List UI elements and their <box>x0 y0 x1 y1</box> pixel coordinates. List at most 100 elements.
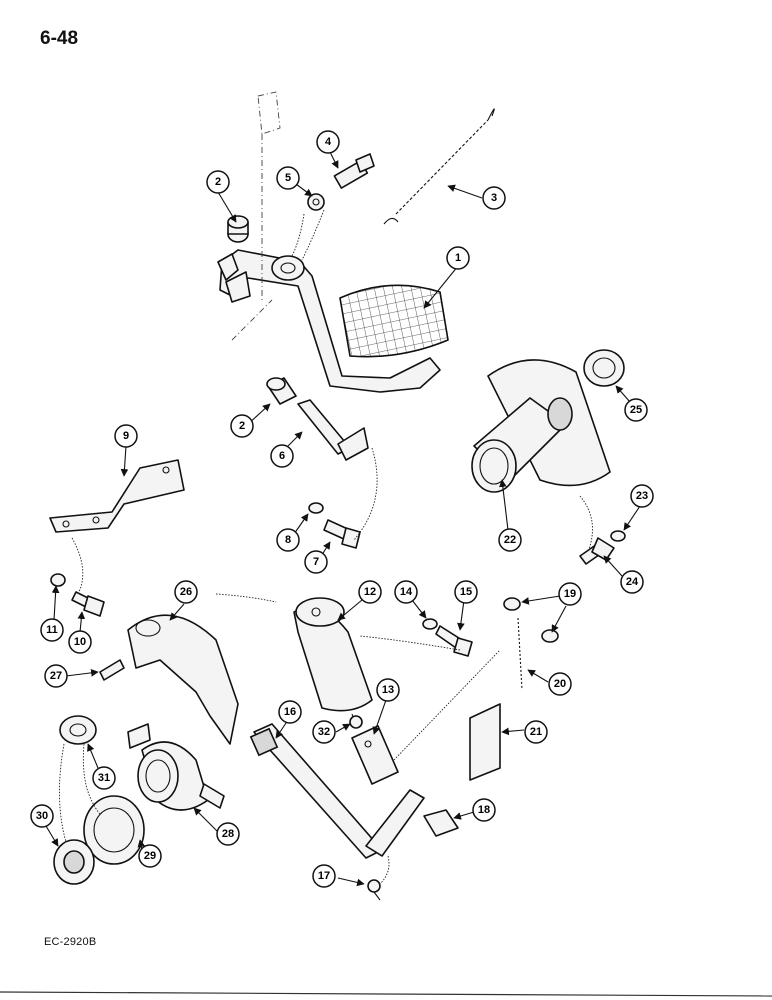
callout-21: 21 <box>524 720 548 744</box>
callout-label: 30 <box>36 810 48 822</box>
callout-label: 21 <box>530 726 542 738</box>
bushing-part <box>227 215 249 243</box>
slave-cylinder-part <box>293 597 373 727</box>
callout-label: 8 <box>285 534 291 546</box>
leader-lines <box>45 151 641 887</box>
callout-label: 29 <box>144 850 156 862</box>
bolt-part-15 <box>435 625 473 657</box>
callout-10: 10 <box>68 630 92 654</box>
callout-label: 7 <box>313 556 319 568</box>
pin-part <box>423 809 459 837</box>
callout-label: 24 <box>626 576 639 588</box>
callout-label: 27 <box>50 670 62 682</box>
callout-label: 16 <box>284 706 296 718</box>
routing-line <box>393 649 501 761</box>
bearing-carrier-part <box>471 359 611 493</box>
callout-label: 23 <box>636 490 648 502</box>
clevis-part <box>351 725 399 785</box>
callout-28: 28 <box>216 822 240 846</box>
callout-label: 19 <box>564 588 576 600</box>
seal-part <box>583 349 625 387</box>
bolt-part-10 <box>71 591 105 617</box>
bushing-part-lower <box>266 377 297 405</box>
clip-part-a <box>503 597 521 611</box>
pedal-shaft-part <box>297 399 369 461</box>
snap-ring-part <box>59 715 97 745</box>
grease-fitting-part <box>367 879 381 901</box>
callout-label: 2 <box>239 420 245 432</box>
callout-label: 28 <box>222 828 234 840</box>
assembly-curves <box>59 209 593 885</box>
callout-label: 17 <box>318 870 330 882</box>
callout-2-lower: 2 <box>230 414 254 438</box>
bolt-part-7 <box>323 519 361 549</box>
callout-label: 13 <box>382 684 394 696</box>
callout-19: 19 <box>558 582 582 606</box>
callout-15: 15 <box>454 580 478 604</box>
callout-24: 24 <box>620 570 644 594</box>
page-number: 6-48 <box>40 28 79 49</box>
callout-label: 18 <box>478 804 490 816</box>
release-fork-part <box>127 614 239 745</box>
pilot-bearing-part <box>53 839 95 885</box>
callout-label: 22 <box>504 534 516 546</box>
nut-part <box>307 193 325 211</box>
callout-label: 9 <box>123 430 129 442</box>
bolt-part <box>333 153 375 189</box>
callout-27: 27 <box>44 664 68 688</box>
callout-13: 13 <box>376 678 400 702</box>
callout-14: 14 <box>394 580 418 604</box>
callout-23: 23 <box>630 484 654 508</box>
callout-label: 20 <box>554 678 566 690</box>
callout-5: 5 <box>276 166 300 190</box>
callout-3: 3 <box>482 186 506 210</box>
callout-2-upper: 2 <box>206 170 230 194</box>
roll-pin-part <box>99 659 125 681</box>
washer-part-14 <box>422 618 438 630</box>
spring-part-20 <box>517 617 523 691</box>
callout-25: 25 <box>624 398 648 422</box>
callout-label: 6 <box>279 450 285 462</box>
callout-30: 30 <box>30 804 54 828</box>
callout-label: 14 <box>400 586 413 598</box>
callout-label: 31 <box>98 772 110 784</box>
phantom-bracket <box>231 91 281 341</box>
callout-label: 15 <box>460 586 472 598</box>
callout-9: 9 <box>114 424 138 448</box>
callout-31: 31 <box>92 766 116 790</box>
bracket-part-21 <box>469 703 501 781</box>
callout-label: 1 <box>455 252 461 264</box>
callout-32: 32 <box>312 720 336 744</box>
washer-part-23 <box>610 530 626 542</box>
callout-16: 16 <box>278 700 302 724</box>
callout-1: 1 <box>446 246 470 270</box>
washer-part-8 <box>308 502 324 514</box>
page-edge-rule <box>0 991 772 997</box>
callout-label: 3 <box>491 192 497 204</box>
callout-11: 11 <box>40 618 64 642</box>
clip-part-b <box>541 629 559 643</box>
release-bearing-part <box>127 723 225 811</box>
nut-part-32 <box>349 715 363 729</box>
return-spring-part <box>383 108 495 225</box>
washer-part-11 <box>50 573 66 587</box>
callout-7: 7 <box>304 550 328 574</box>
callout-4: 4 <box>316 130 340 154</box>
callout-label: 2 <box>215 176 221 188</box>
callout-26: 26 <box>174 580 198 604</box>
callout-label: 12 <box>364 586 376 598</box>
callout-label: 26 <box>180 586 192 598</box>
hydraulic-line <box>215 593 277 603</box>
callout-29: 29 <box>138 844 162 868</box>
callout-label: 25 <box>630 404 642 416</box>
callout-22: 22 <box>498 528 522 552</box>
callout-label: 32 <box>318 726 330 738</box>
callout-12: 12 <box>358 580 382 604</box>
drawing-code: EC-2920B <box>44 936 97 948</box>
callout-8: 8 <box>276 528 300 552</box>
callout-label: 5 <box>285 172 291 184</box>
clutch-pedal-part <box>217 249 449 393</box>
callout-6: 6 <box>270 444 294 468</box>
callout-17: 17 <box>312 864 336 888</box>
